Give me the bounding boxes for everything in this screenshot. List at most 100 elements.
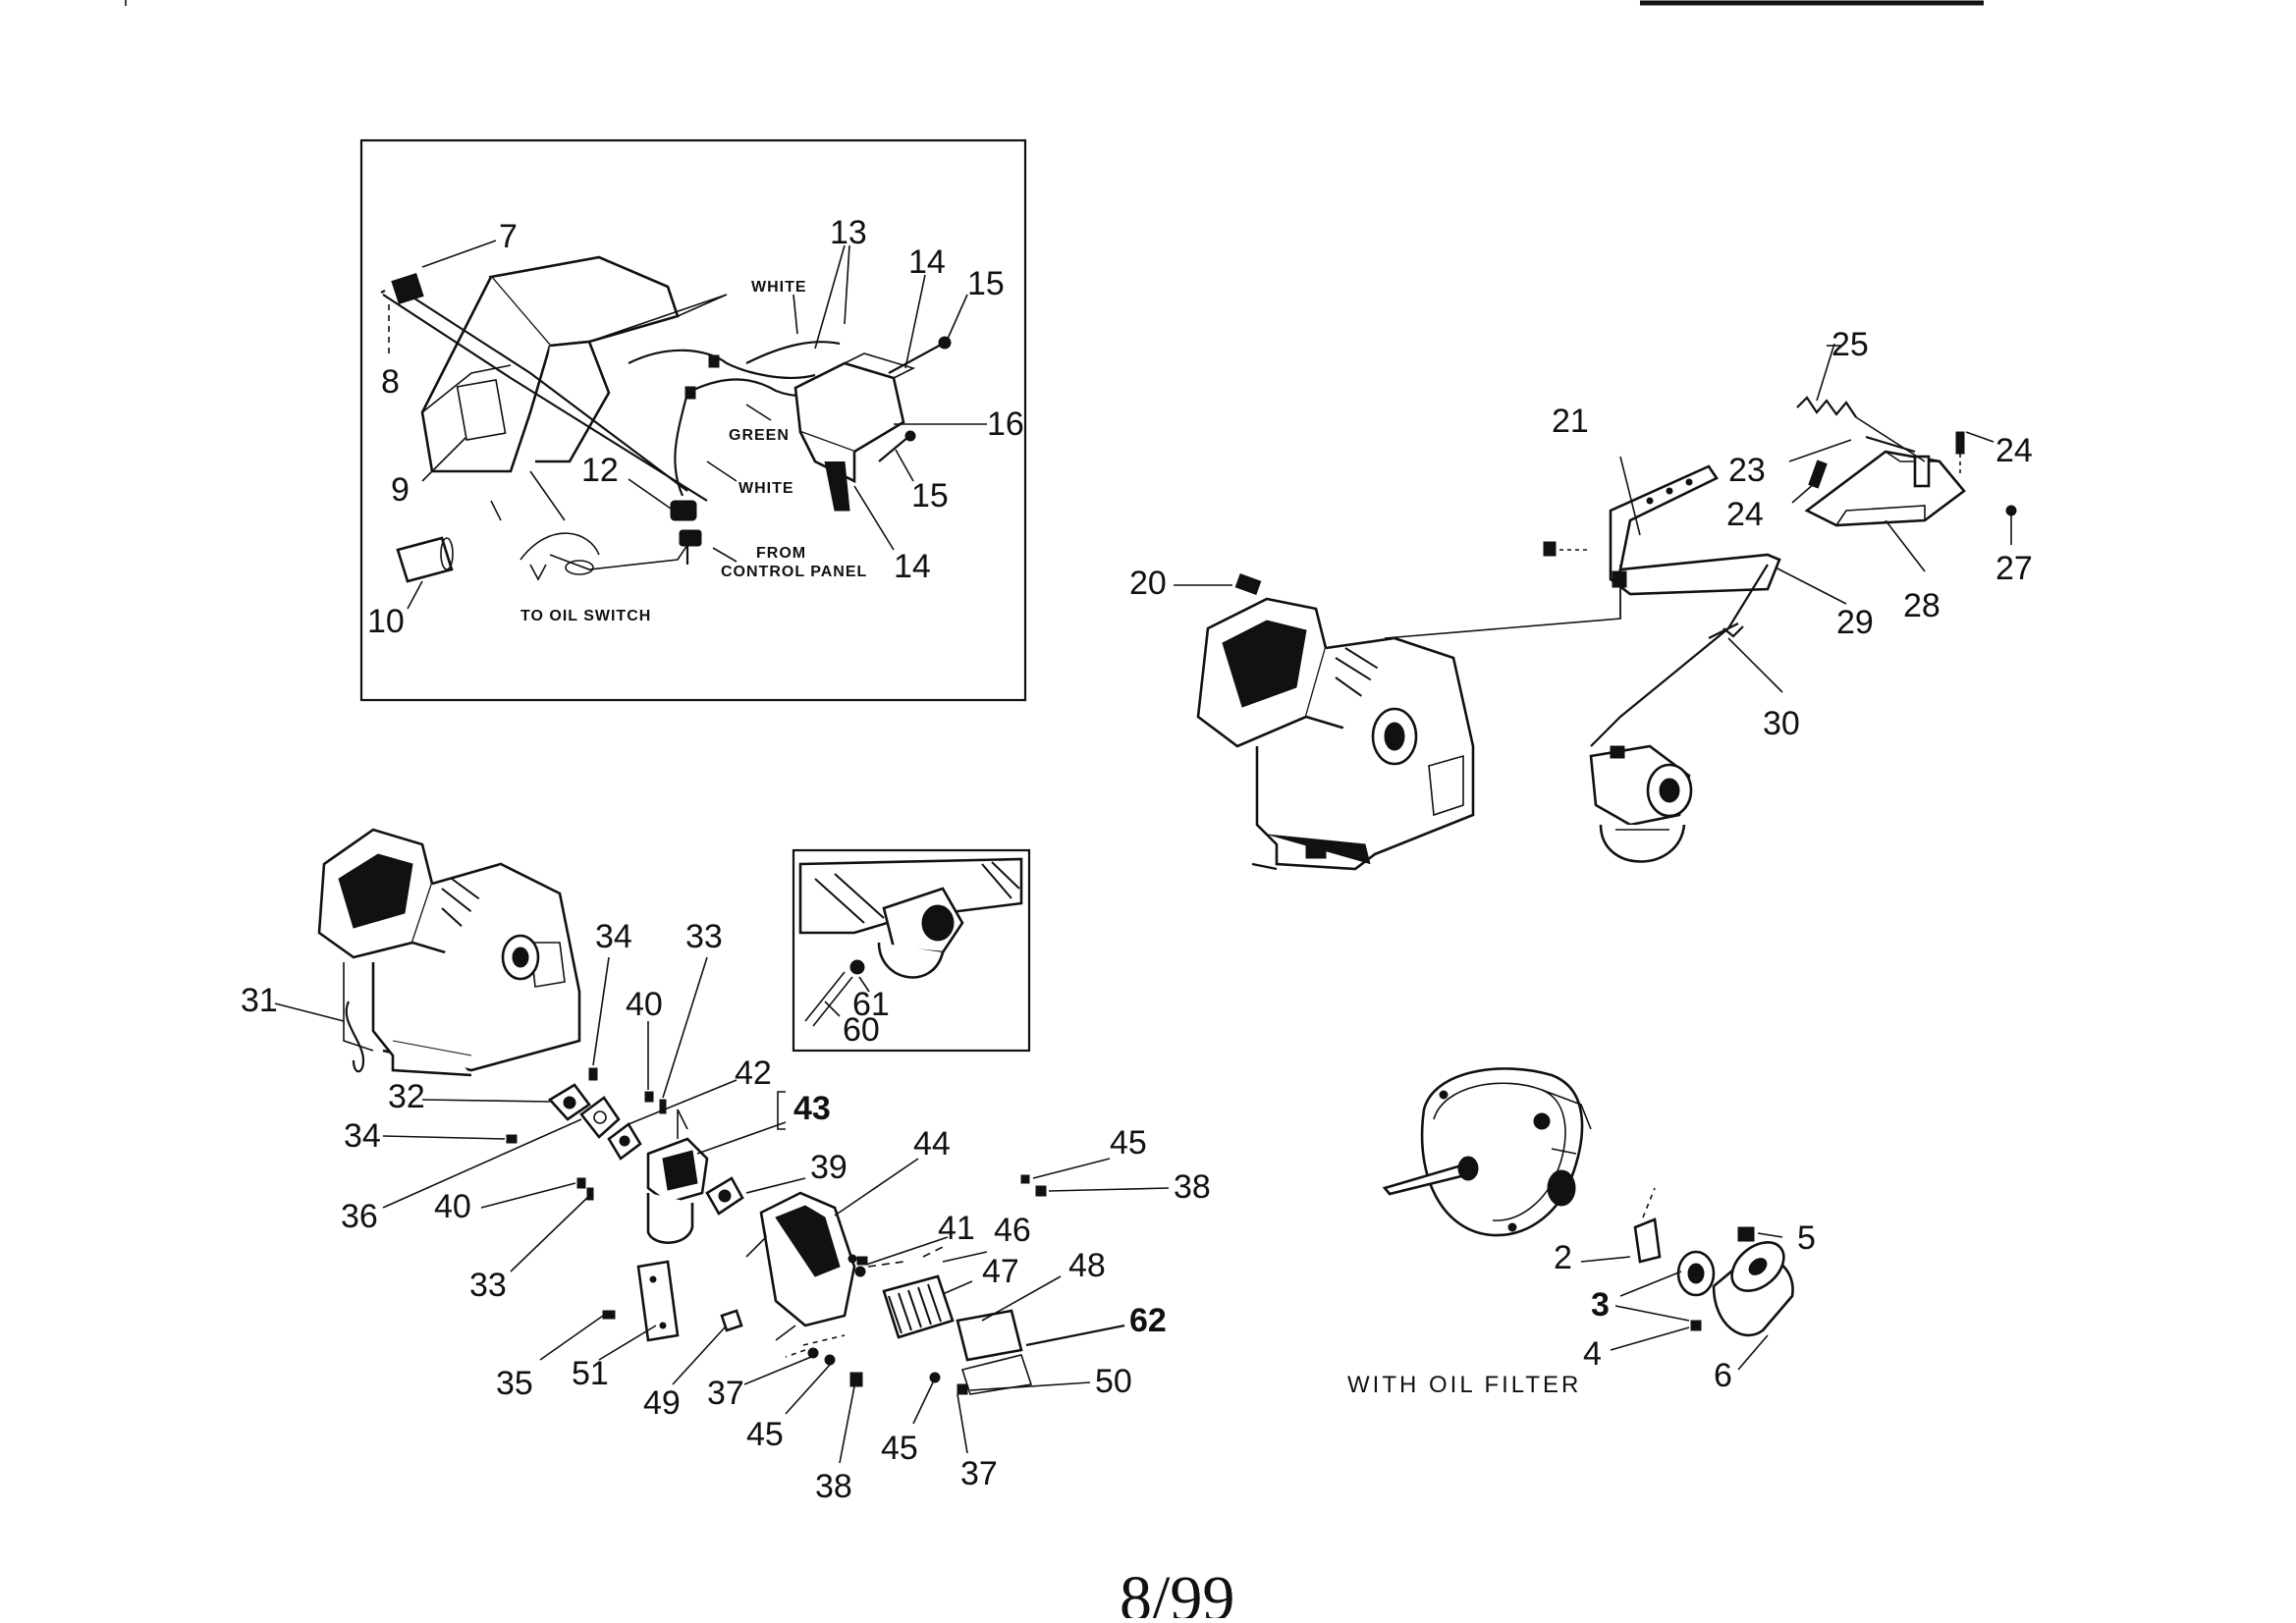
label-green: GREEN bbox=[729, 427, 790, 444]
governor-view: 20 21 23 24 24 25 27 28 29 30 bbox=[1129, 326, 2033, 871]
screws-drawing bbox=[1808, 431, 2017, 516]
callout-13: 13 bbox=[830, 214, 867, 251]
leader-28 bbox=[1885, 519, 1926, 572]
callout-28: 28 bbox=[1903, 587, 1941, 624]
callout-14-top: 14 bbox=[908, 243, 946, 281]
callout-34-top: 34 bbox=[595, 918, 632, 955]
oil-filter-parts-drawing bbox=[1633, 1217, 1794, 1337]
leader-from-panel bbox=[712, 547, 738, 563]
leader-25 bbox=[1816, 343, 1835, 402]
air-filter-drawing bbox=[882, 1274, 955, 1339]
leader-31 bbox=[274, 1002, 345, 1022]
leader-44 bbox=[834, 1158, 919, 1217]
callout-41: 41 bbox=[938, 1210, 975, 1247]
leader-45-bottom bbox=[912, 1381, 934, 1425]
leader-37-left bbox=[743, 1356, 812, 1385]
leader-24-right bbox=[1965, 431, 1995, 443]
callout-33-top: 33 bbox=[685, 918, 723, 955]
callout-10: 10 bbox=[367, 603, 405, 640]
callout-4: 4 bbox=[1583, 1335, 1602, 1373]
cover-62-outline bbox=[960, 1354, 1033, 1395]
callout-61: 61 bbox=[852, 986, 890, 1023]
crankcase-cover-drawing bbox=[1382, 1067, 1592, 1237]
bracket-51-drawing bbox=[636, 1260, 680, 1342]
callout-38-bottom: 38 bbox=[815, 1468, 852, 1505]
wiring-inset: 7 8 9 10 12 13 14 14 15 15 16 WHITE GREE… bbox=[359, 138, 1027, 702]
callout-37-left: 37 bbox=[707, 1375, 744, 1412]
leader-32 bbox=[421, 1099, 551, 1103]
callout-40-left: 40 bbox=[434, 1188, 471, 1225]
gaskets-drawing bbox=[547, 1083, 744, 1216]
leader-49 bbox=[672, 1326, 726, 1385]
leader-39 bbox=[745, 1177, 806, 1194]
leader-14b bbox=[853, 485, 895, 551]
dipstick-tube-drawing bbox=[380, 272, 708, 502]
callout-43: 43 bbox=[793, 1090, 831, 1127]
callout-50: 50 bbox=[1095, 1363, 1132, 1400]
fuel-inset: 61 60 bbox=[792, 848, 1031, 1053]
leader-33-top bbox=[662, 956, 708, 1099]
caption-with-oil-filter: WITH OIL FILTER bbox=[1347, 1372, 1581, 1398]
connector-drawing bbox=[670, 500, 702, 565]
oil-switch-drawing bbox=[793, 336, 952, 512]
callout-33-left: 33 bbox=[469, 1267, 507, 1304]
callout-46: 46 bbox=[994, 1212, 1031, 1249]
leader-15b bbox=[895, 449, 914, 482]
callout-3: 3 bbox=[1591, 1286, 1610, 1324]
callout-9: 9 bbox=[391, 471, 410, 509]
air-cleaner-base-drawing bbox=[745, 1191, 866, 1341]
label-control-panel: CONTROL PANEL bbox=[721, 564, 867, 580]
leader-37-bottom bbox=[957, 1393, 968, 1454]
leader-35 bbox=[539, 1315, 604, 1361]
leader-34-left bbox=[382, 1135, 506, 1140]
callout-31: 31 bbox=[241, 982, 278, 1019]
leader-4 bbox=[1610, 1326, 1690, 1351]
part-20-drawing bbox=[1174, 573, 1262, 595]
callout-27: 27 bbox=[1995, 550, 2033, 587]
callout-44: 44 bbox=[913, 1125, 951, 1163]
callout-15-top: 15 bbox=[967, 265, 1005, 302]
fuel-inset-frame bbox=[792, 848, 1031, 1053]
carburetor-drawing bbox=[1589, 744, 1693, 863]
callout-45-bottom: 45 bbox=[881, 1430, 918, 1467]
callout-24-left: 24 bbox=[1726, 496, 1764, 533]
callout-34-left: 34 bbox=[344, 1117, 381, 1155]
callout-30: 30 bbox=[1763, 705, 1800, 742]
callout-32: 32 bbox=[388, 1078, 425, 1115]
callout-37-bottom: 37 bbox=[960, 1455, 998, 1492]
bracket-43 bbox=[777, 1091, 786, 1130]
callout-29: 29 bbox=[1836, 604, 1874, 641]
leader-33-left bbox=[510, 1195, 590, 1272]
leader-62 bbox=[1025, 1324, 1125, 1347]
callout-49: 49 bbox=[643, 1384, 681, 1422]
callout-48: 48 bbox=[1068, 1247, 1106, 1284]
leader-42 bbox=[628, 1079, 738, 1125]
callout-16: 16 bbox=[987, 406, 1024, 443]
leader-41 bbox=[865, 1236, 949, 1266]
callout-42: 42 bbox=[735, 1055, 772, 1092]
callout-15-bottom: 15 bbox=[911, 477, 949, 514]
page-number: 8/99 bbox=[1120, 1563, 1234, 1618]
callout-12: 12 bbox=[581, 452, 619, 489]
leader-10 bbox=[407, 580, 423, 610]
plug-drawing bbox=[396, 536, 454, 583]
leader-white-mid bbox=[706, 460, 738, 482]
callout-45-left: 45 bbox=[746, 1416, 784, 1453]
label-white-top: WHITE bbox=[751, 279, 807, 296]
nut-49-drawing bbox=[720, 1309, 743, 1332]
carburetor-body-drawing bbox=[646, 1109, 709, 1244]
callout-8: 8 bbox=[381, 363, 400, 401]
leader-50 bbox=[969, 1381, 1091, 1391]
leader-36 bbox=[382, 1118, 582, 1209]
callout-24-right: 24 bbox=[1995, 432, 2033, 469]
leader-48 bbox=[981, 1275, 1062, 1322]
leader-47 bbox=[942, 1280, 973, 1295]
leader-34-top bbox=[592, 956, 610, 1066]
governor-arm-drawing bbox=[1384, 464, 1781, 639]
leader-3 bbox=[1619, 1271, 1682, 1297]
leader-7 bbox=[421, 240, 497, 268]
wiring-inset-frame bbox=[359, 138, 1027, 702]
leader-green bbox=[745, 404, 772, 421]
leader-21 bbox=[1619, 456, 1641, 536]
